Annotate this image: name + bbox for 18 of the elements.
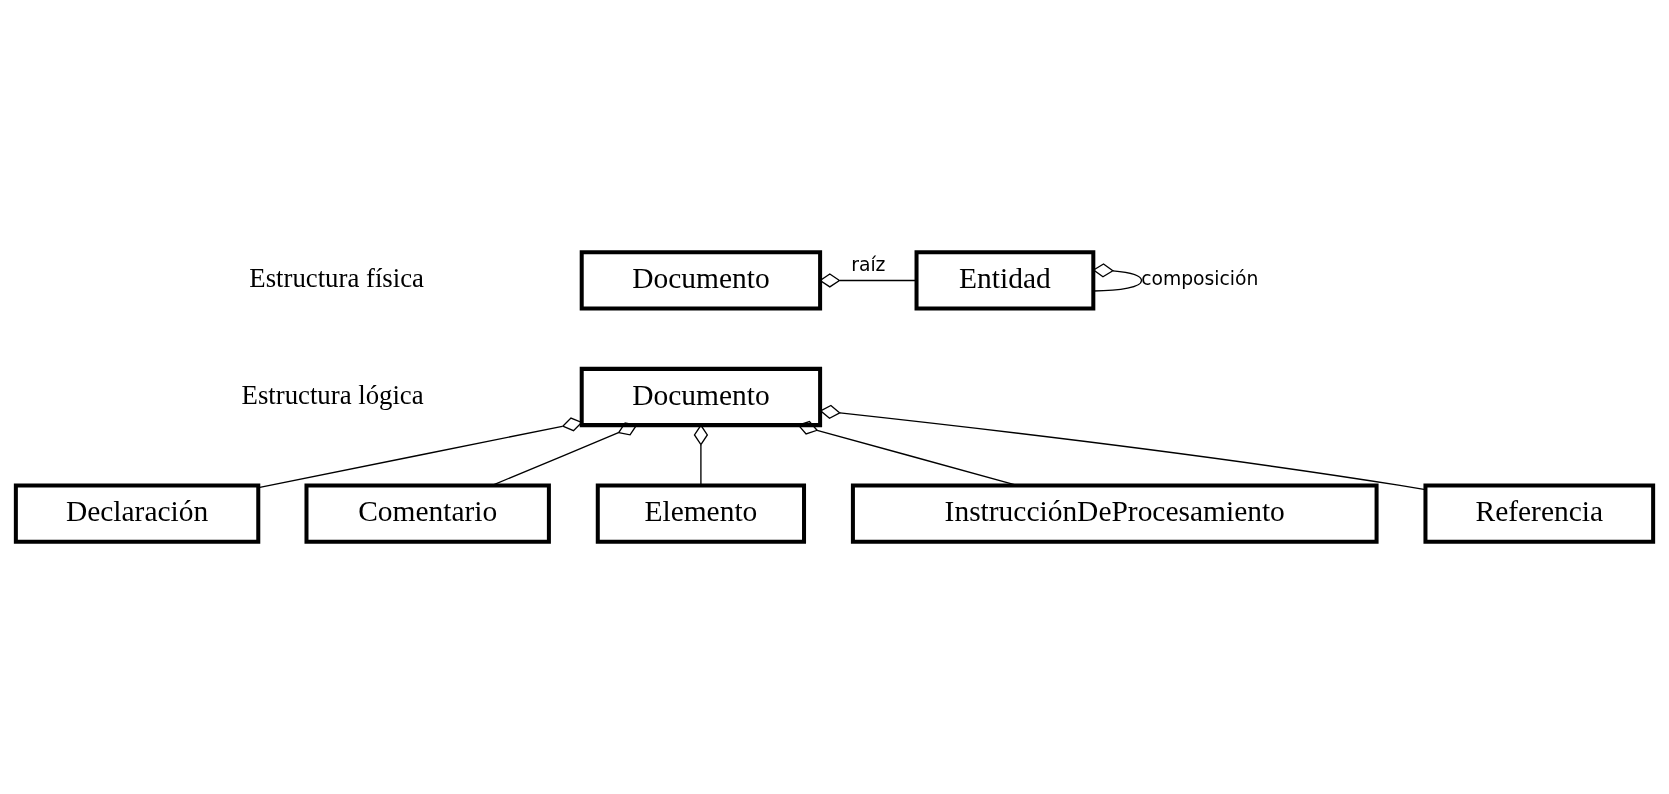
connector: [257, 417, 583, 489]
connector: [819, 404, 1427, 491]
connector: [693, 424, 709, 486]
node-box: Referencia: [1423, 483, 1656, 544]
connector: [1092, 263, 1143, 292]
edge-label: composición: [1141, 268, 1259, 290]
connector: [491, 422, 638, 486]
node-box: InstrucciónDeProcesamiento: [850, 483, 1379, 544]
node-box: Entidad: [914, 250, 1096, 311]
node-box: Documento: [579, 366, 823, 428]
node-box: Declaración: [13, 483, 261, 544]
connector: [797, 420, 1018, 486]
label: Estructura física: [249, 263, 424, 294]
node-box: Comentario: [304, 483, 551, 544]
node-box: Documento: [579, 250, 823, 311]
label: Estructura lógica: [241, 379, 424, 410]
node-box: Elemento: [595, 483, 807, 544]
edge-label: raíz: [851, 254, 886, 276]
